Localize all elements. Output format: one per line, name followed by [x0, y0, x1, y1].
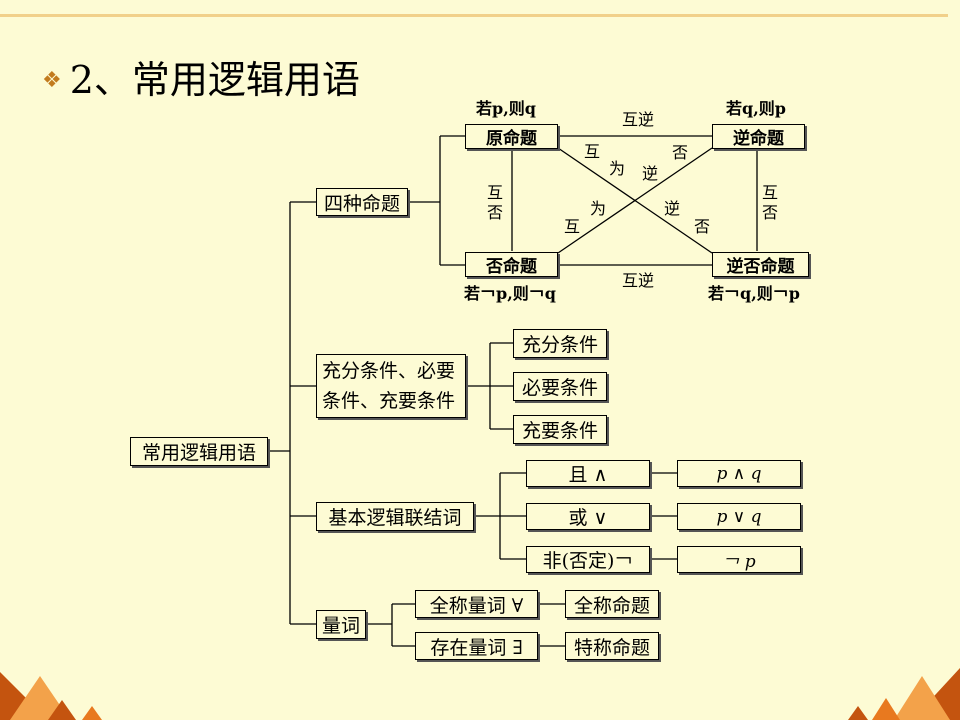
- necessary-sufficient-condition-label: 充要条件: [521, 420, 598, 442]
- expr-not-box: ￢ p: [677, 546, 801, 573]
- corner-decoration-left: [0, 672, 102, 720]
- expr-and-box: p ∧ q: [677, 460, 801, 487]
- universal-proposition-label: 全称命题: [573, 594, 650, 617]
- conditions-node: 充分条件、必要 条件、充要条件: [316, 354, 466, 418]
- quantifier-label: 量词: [321, 615, 360, 637]
- existential-proposition-label: 特称命题: [573, 636, 650, 659]
- diag2-fou: 否: [694, 217, 711, 236]
- sufficient-condition-label: 充分条件: [521, 334, 598, 356]
- connective-or-box: 或 ∨: [526, 503, 650, 530]
- diag1-hu: 互: [584, 142, 601, 161]
- converse-proposition-label: 逆命题: [733, 129, 784, 149]
- connectives-label: 基本逻辑联结词: [328, 507, 462, 529]
- diag1-fou: 否: [672, 143, 689, 162]
- expr-not-label: ￢ p: [722, 552, 756, 572]
- four-propositions-label: 四种命题: [323, 192, 400, 215]
- four-propositions-node: 四种命题: [316, 188, 408, 216]
- original-proposition-label: 原命题: [486, 129, 537, 149]
- inverse-proposition-label: 否命题: [486, 257, 537, 277]
- mutual-negation-left-2: 否: [486, 203, 503, 222]
- connectives-node: 基本逻辑联结词: [316, 502, 474, 531]
- expr-or-box: p ∨ q: [677, 503, 801, 530]
- connective-not-box: 非(否定)￢: [526, 546, 650, 573]
- mutual-negation-right-1: 互: [761, 183, 778, 202]
- necessary-condition-label: 必要条件: [521, 377, 598, 399]
- top-rule: [0, 14, 948, 17]
- contrapositive-proposition-box: 逆否命题: [712, 252, 809, 277]
- diag2-hu: 互: [564, 217, 581, 236]
- original-form-label: 若p,则q: [476, 99, 536, 118]
- diag1-wei: 为: [609, 159, 626, 178]
- necessary-condition-box: 必要条件: [513, 372, 607, 401]
- diag1-ni: 逆: [642, 164, 659, 183]
- expr-and-label: p ∧ q: [716, 463, 762, 484]
- mutual-negation-left-1: 互: [486, 183, 503, 202]
- inverse-form-label: 若￢p,则￢q: [464, 284, 556, 303]
- mutual-converse-top-label: 互逆: [622, 110, 655, 129]
- connective-or-label: 或 ∨: [568, 507, 608, 529]
- universal-quantifier-box: 全称量词 ∀: [415, 590, 538, 618]
- necessary-sufficient-condition-box: 充要条件: [513, 415, 607, 444]
- connective-not-label: 非(否定)￢: [542, 550, 634, 572]
- sufficient-condition-box: 充分条件: [513, 329, 607, 358]
- contrapositive-form-label: 若￢q,则￢p: [708, 284, 800, 303]
- root-node: 常用逻辑用语: [130, 437, 268, 466]
- mutual-converse-bottom-label: 互逆: [622, 271, 655, 290]
- contrapositive-proposition-label: 逆否命题: [726, 257, 795, 277]
- existential-proposition-box: 特称命题: [565, 632, 659, 660]
- converse-form-label: 若q,则p: [726, 99, 786, 118]
- original-proposition-box: 原命题: [465, 124, 558, 149]
- converse-proposition-box: 逆命题: [712, 124, 805, 149]
- corner-decoration-right: [848, 668, 960, 720]
- diag2-wei: 为: [590, 199, 607, 218]
- root-node-label: 常用逻辑用语: [141, 442, 256, 464]
- conditions-label-line2: 条件、充要条件: [322, 390, 456, 412]
- connective-and-label: 且 ∧: [568, 464, 608, 486]
- universal-quantifier-label: 全称量词 ∀: [429, 594, 524, 617]
- diag2-ni: 逆: [664, 199, 681, 218]
- inverse-proposition-box: 否命题: [465, 252, 558, 277]
- slide-title: ❖ 2、常用逻辑用语: [42, 56, 360, 105]
- mutual-negation-right-2: 否: [761, 203, 778, 222]
- slide-title-text: 2、常用逻辑用语: [69, 58, 360, 102]
- quantifier-node: 量词: [316, 610, 366, 639]
- conditions-label-line1: 充分条件、必要: [322, 360, 456, 382]
- expr-or-label: p ∨ q: [716, 506, 762, 527]
- connective-and-box: 且 ∧: [526, 460, 650, 487]
- existential-quantifier-label: 存在量词 ∃: [430, 636, 523, 659]
- diamond-bullet-icon: ❖: [42, 68, 62, 93]
- universal-proposition-box: 全称命题: [565, 590, 659, 618]
- existential-quantifier-box: 存在量词 ∃: [415, 632, 538, 660]
